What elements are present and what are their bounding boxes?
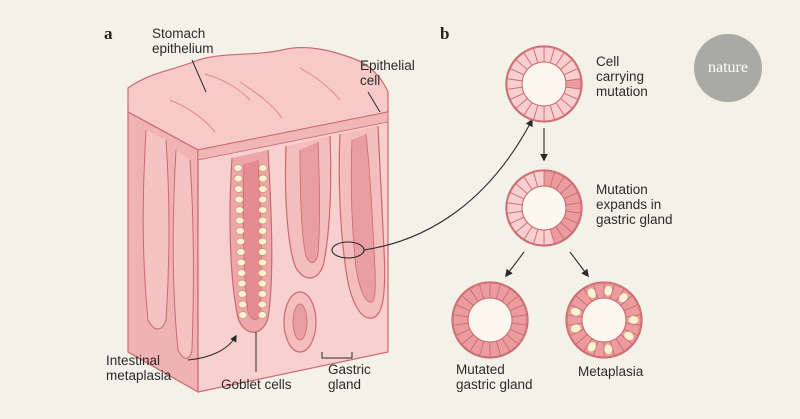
panel-label-a: a xyxy=(104,24,113,43)
epithelial-lining xyxy=(197,111,389,161)
leader-stomach-epithelium xyxy=(191,59,207,93)
surface-fold xyxy=(204,73,251,101)
gastric-gland-right-lumen xyxy=(350,133,376,303)
gastric-gland-central-lumen xyxy=(299,141,320,263)
goblet-cell xyxy=(237,279,247,288)
goblet-cell xyxy=(257,290,267,298)
label-intestinal-metaplasia: Intestinal metaplasia xyxy=(106,353,172,383)
goblet-cell xyxy=(236,248,246,256)
surface-fold xyxy=(239,81,283,119)
leader-epithelial-cell xyxy=(367,91,381,113)
goblet-cell xyxy=(258,174,268,183)
goblet-cell xyxy=(257,279,267,288)
goblet-cell xyxy=(235,237,245,246)
leader-intestinal-metaplasia xyxy=(187,334,237,361)
goblet-cell xyxy=(235,227,245,235)
goblet-cell xyxy=(258,164,268,172)
goblet-cell xyxy=(234,206,244,214)
gastric-gland-bracket xyxy=(321,352,353,359)
gland-ring xyxy=(505,169,583,247)
gland-lumen xyxy=(521,61,567,107)
goblet-cell xyxy=(257,300,267,309)
leader-lines xyxy=(187,59,381,372)
goblet-cell xyxy=(234,195,244,204)
goblet-cell xyxy=(237,290,247,298)
goblet-cell xyxy=(233,164,243,172)
label-cell-carrying-mutation: Cell carrying mutation xyxy=(596,54,648,99)
left-gland-section xyxy=(172,149,194,359)
goblet-cell xyxy=(258,248,268,256)
nature-logo: nature xyxy=(694,34,762,102)
label-metaplasia: Metaplasia xyxy=(578,364,644,379)
label-gastric-gland: Gastric gland xyxy=(328,362,371,392)
goblet-cell xyxy=(237,269,247,277)
goblet-cell xyxy=(258,216,268,225)
goblet-cell xyxy=(257,311,267,319)
goblet-cell xyxy=(628,315,640,325)
label-epithelial-cell: Epithelial cell xyxy=(360,58,415,88)
goblet-cell xyxy=(238,311,248,319)
goblet-cell xyxy=(258,185,268,193)
gland-lumen xyxy=(521,185,567,231)
nature-logo-text: nature xyxy=(708,59,748,76)
gland-lumen xyxy=(581,297,627,343)
gland-ring xyxy=(451,281,529,359)
goblet-cell-cluster xyxy=(233,164,268,319)
goblet-cell xyxy=(258,195,268,204)
surface-fold xyxy=(169,99,216,133)
panel-label-b: b xyxy=(440,24,450,43)
goblet-cell xyxy=(234,185,244,193)
label-stomach-epithelium: Stomach epithelium xyxy=(152,26,214,56)
gland-ring xyxy=(565,281,643,359)
gland-lumen xyxy=(467,297,513,343)
flow-arrows xyxy=(505,128,589,278)
goblet-cell xyxy=(233,174,243,183)
flow-arrow-right xyxy=(569,251,589,278)
stomach-tissue-block xyxy=(127,47,389,394)
left-gland-section xyxy=(142,129,170,330)
goblet-cell xyxy=(238,300,248,309)
goblet-cell xyxy=(235,216,245,225)
goblet-cell xyxy=(258,227,268,235)
surface-fold xyxy=(299,67,341,101)
goblet-cell xyxy=(258,206,268,214)
goblet-cell xyxy=(258,237,268,246)
label-mutation-expands: Mutation expands in gastric gland xyxy=(596,182,673,227)
label-goblet-cells: Goblet cells xyxy=(221,377,292,392)
gland-rings xyxy=(451,45,643,359)
label-mutated-gastric-gland: Mutated gastric gland xyxy=(456,362,533,392)
goblet-cell xyxy=(258,258,268,267)
goblet-cell xyxy=(257,269,267,277)
flow-arrow-left xyxy=(505,251,525,278)
gland-cross-section-lumen xyxy=(292,303,308,341)
zoom-arrow xyxy=(363,118,533,251)
gland-ring xyxy=(505,45,583,123)
goblet-cell xyxy=(236,258,246,267)
metaplastic-gland-lumen xyxy=(242,159,262,320)
